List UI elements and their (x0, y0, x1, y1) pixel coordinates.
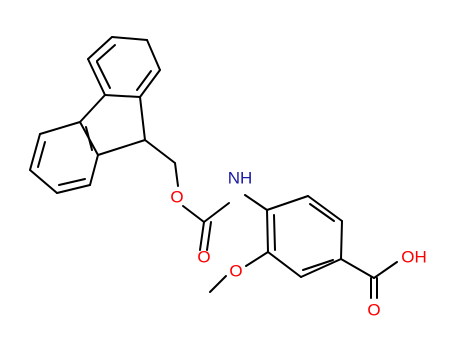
ester-oxygen-label: O (170, 188, 183, 207)
acid-hydroxyl-label: OH (401, 248, 427, 267)
bond-skeleton (29, 36, 398, 299)
atom-labels: O O NH O OH O (170, 169, 426, 320)
acid-carbonyl-oxygen-label: O (367, 301, 380, 320)
carbonyl-oxygen-label: O (197, 248, 210, 267)
methoxy-oxygen-label: O (229, 262, 242, 281)
amine-label: NH (228, 169, 253, 188)
